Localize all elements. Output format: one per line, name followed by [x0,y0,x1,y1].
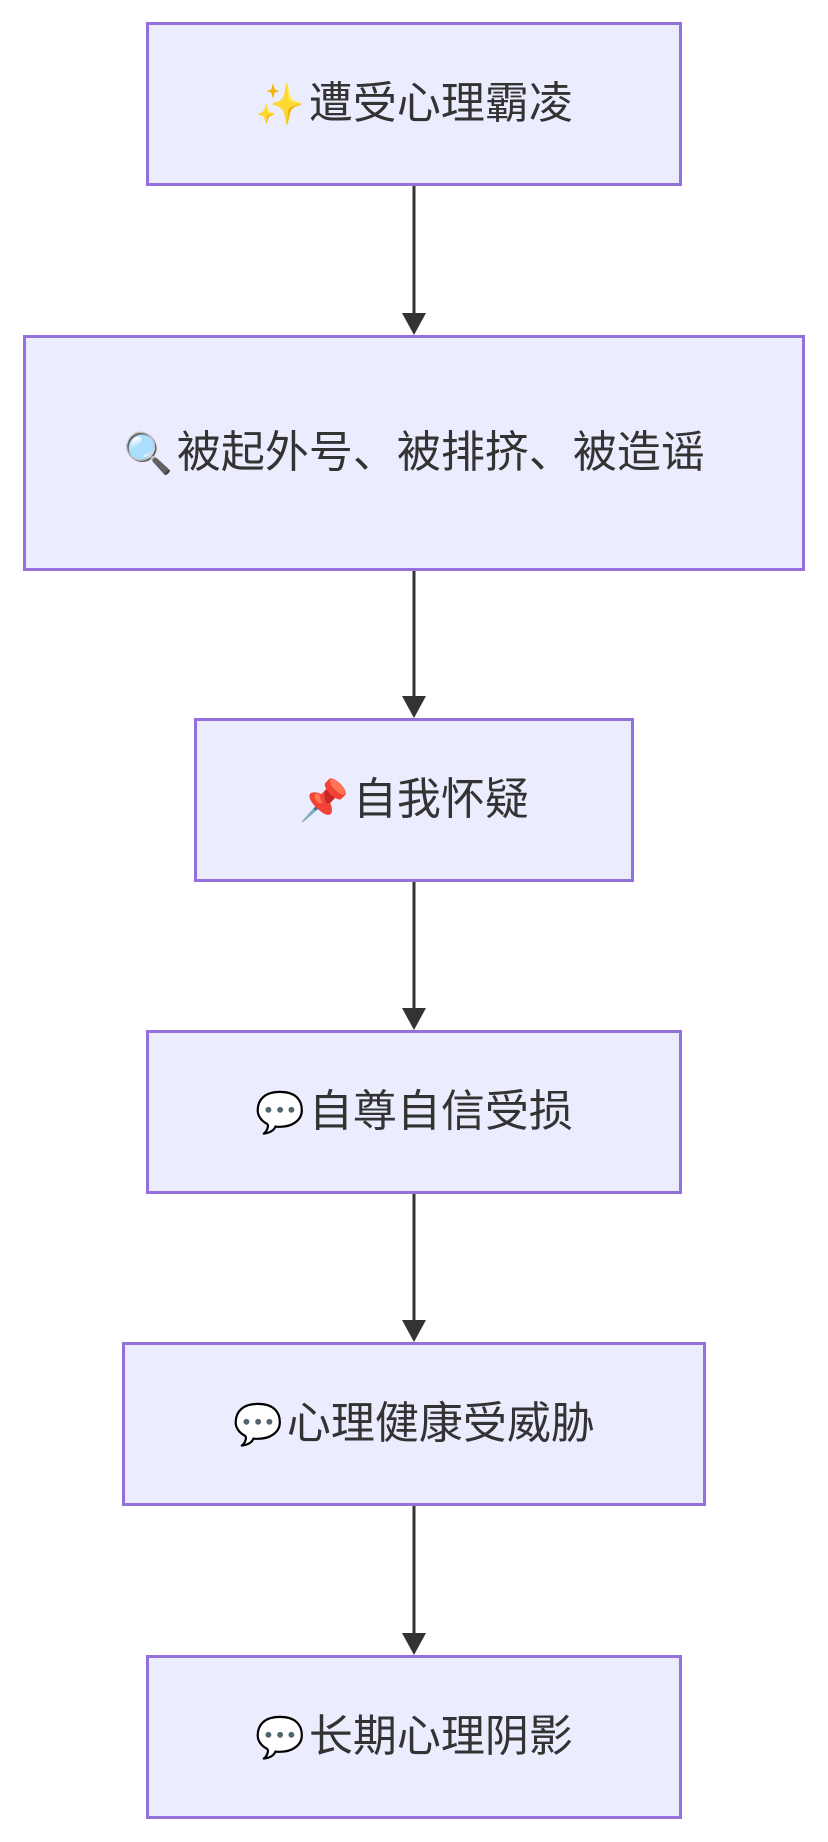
magnifier-icon: 🔍 [123,431,173,478]
edge-arrowhead [402,313,426,335]
speech-bubble-icon: 💬 [255,1715,305,1762]
speech-bubble-icon: 💬 [233,1402,283,1449]
pushpin-icon: 📌 [299,778,349,825]
sparkles-icon: ✨ [255,82,305,129]
node-label: 被起外号、被排挤、被造谣 [176,427,705,479]
node-label: 自尊自信受损 [308,1086,573,1138]
edge-arrowhead [402,1633,426,1655]
edge-arrowhead [402,1008,426,1030]
node-label: 遭受心理霸凌 [308,78,573,130]
node-nicknames-exclusion-rumors: 🔍被起外号、被排挤、被造谣 [23,335,805,571]
node-bullying: ✨遭受心理霸凌 [146,22,682,186]
node-label: 长期心理阴影 [308,1711,573,1763]
speech-bubble-icon: 💬 [255,1090,305,1137]
edge-arrowhead [402,1320,426,1342]
node-long-term-trauma: 💬长期心理阴影 [146,1655,682,1819]
edge-arrowhead [402,696,426,718]
node-self-doubt: 📌自我怀疑 [194,718,634,882]
node-self-esteem-damaged: 💬自尊自信受损 [146,1030,682,1194]
node-label: 自我怀疑 [352,774,529,826]
node-mental-health-threatened: 💬心理健康受威胁 [122,1342,706,1506]
node-label: 心理健康受威胁 [286,1398,595,1450]
